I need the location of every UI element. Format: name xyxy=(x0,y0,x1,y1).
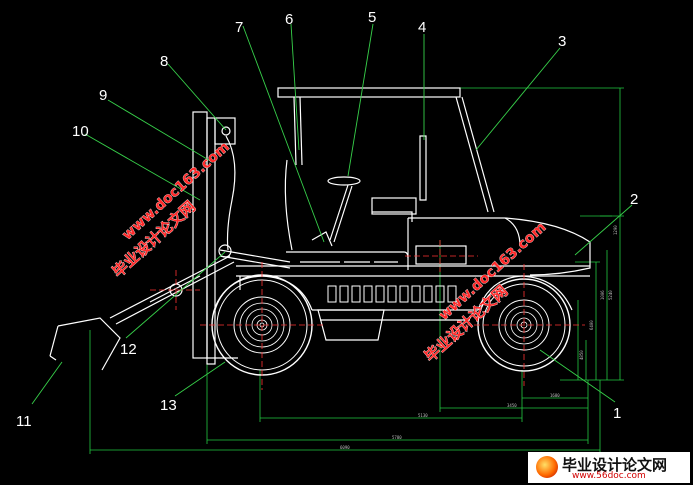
dim-label: 5240 xyxy=(608,290,613,300)
callout-12: 12 xyxy=(120,341,137,358)
dim-label: 4850 xyxy=(579,350,584,360)
callout-5: 5 xyxy=(368,9,376,26)
footer-watermark: 毕业设计论文网 www.56doc.com xyxy=(528,452,690,483)
dim-label: 6090 xyxy=(340,445,350,450)
dim-label: 1006 xyxy=(600,290,605,300)
watermark-left: www.doc163.com 毕业设计论文网 xyxy=(109,139,233,282)
callout-10: 10 xyxy=(72,123,89,140)
logo-icon xyxy=(536,456,558,478)
footer-title: 毕业设计论文网 xyxy=(562,456,668,474)
dim-label: 1680 xyxy=(550,393,560,398)
callout-6: 6 xyxy=(285,11,293,28)
callout-labels: 1 2 3 4 5 6 7 8 9 10 11 12 13 xyxy=(16,9,638,430)
dimension-labels: 6090 5780 5130 3450 1680 1290 1006 6400 … xyxy=(340,225,618,450)
dim-label: 5130 xyxy=(418,413,428,418)
dim-label: 3450 xyxy=(507,403,517,408)
callout-3: 3 xyxy=(558,33,566,50)
callout-8: 8 xyxy=(160,53,168,70)
callout-7: 7 xyxy=(235,19,243,36)
center-lines xyxy=(150,240,585,390)
footer-url: www.56doc.com xyxy=(572,471,646,481)
dim-label: 5780 xyxy=(392,435,402,440)
callout-1: 1 xyxy=(613,405,621,422)
forklift-body xyxy=(49,87,591,371)
dim-label: 6400 xyxy=(589,320,594,330)
callout-9: 9 xyxy=(99,87,107,104)
callout-13: 13 xyxy=(160,397,177,414)
dim-label: 1290 xyxy=(613,225,618,235)
callout-2: 2 xyxy=(630,191,638,208)
callout-4: 4 xyxy=(418,19,426,36)
leader-lines xyxy=(31,23,633,405)
callout-11: 11 xyxy=(16,413,32,430)
